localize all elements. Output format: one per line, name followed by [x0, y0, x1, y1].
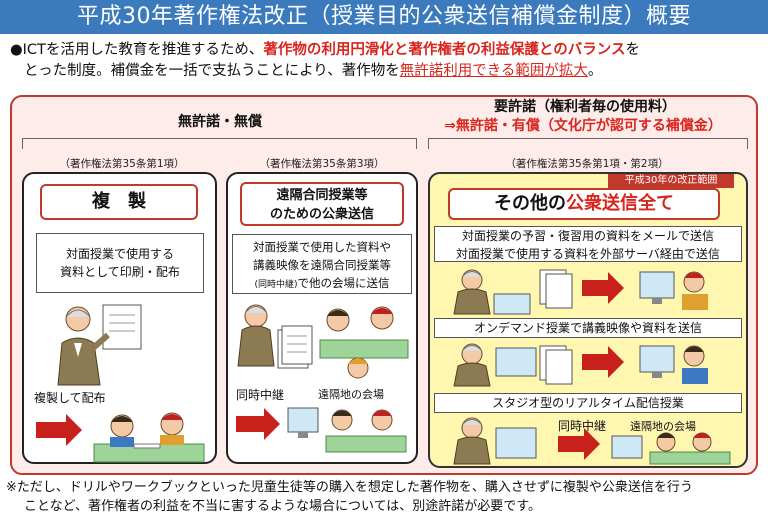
panel2-classroom-illustration — [237, 304, 409, 379]
panel2-remote-illustration — [236, 407, 407, 453]
intro-emphasis: 著作物の利用円滑化と著作権者の利益保護とのバランス — [263, 42, 626, 58]
footer-line2: ことなど、著作権者の利益を不当に害するような場合については、別途許諾が必要です。 — [24, 499, 542, 514]
intro-line2-pre: とった制度。補償金を一括で支払うことにより、著作物を — [24, 63, 400, 79]
revision-scope-tag: 平成30年の改正範囲 — [608, 174, 734, 188]
left-group-header: 無許諾・無償 — [178, 114, 262, 130]
panel3-desc1: 対面授業の予習・復習用の資料をメールで送信 対面授業で使用する資料を外部サーバ経… — [434, 226, 742, 262]
arrow-icon — [582, 346, 624, 378]
panel3-desc1-line2: 対面授業で使用する資料を外部サーバ経由で送信 — [456, 247, 720, 261]
page-title: 平成30年著作権法改正（授業目的公衆送信補償金制度）概要 — [0, 0, 768, 34]
footer-note: ※ただし、ドリルやワークブックといった児童生徒等の購入を想定した著作物を、購入さ… — [6, 478, 764, 516]
intro-part2: を — [625, 42, 641, 58]
panel1-clause: （著作権法第35条第1項） — [59, 158, 185, 170]
left-brace — [22, 138, 417, 149]
panel1-desc-line1: 対面授業で使用する — [65, 247, 174, 261]
panel3-title-red: 公衆送信全て — [566, 193, 674, 214]
panel1-desc-line2: 資料として印刷・配布 — [60, 265, 180, 279]
panel2-desc-line2: 講義映像を遠隔合同授業等 — [253, 258, 391, 272]
intro-line2-red: 無許諾利用できる範囲が拡大 — [399, 63, 588, 79]
panel2-desc-line3-text: で他の会場に送信 — [297, 276, 390, 290]
panel1-students-illustration — [36, 412, 205, 463]
intro-text: ●ICTを活用した教育を推進するため、著作物の利用円滑化と著作権者の利益保護との… — [10, 40, 762, 82]
panel2-title-line2: のための公衆送信 — [269, 207, 374, 222]
panel3-ondemand-illustration — [453, 343, 708, 387]
panel3-studio-illustration — [453, 417, 731, 465]
panel1-title: 複 製 — [40, 184, 198, 220]
panel3-label-live: 同時中継 — [558, 419, 607, 433]
teacher-illustration — [57, 304, 142, 386]
panel1-label: 複製して配布 — [34, 391, 106, 405]
panel2-desc-line1: 対面授業で使用した資料や — [253, 240, 391, 254]
arrow-icon — [582, 272, 624, 304]
panel3-label-remote: 遠隔地の会場 — [630, 420, 696, 433]
bullet: ● — [10, 42, 23, 58]
panel3-email-illustration — [453, 269, 708, 315]
panel2-desc-line3: (同時中継)で他の会場に送信 — [233, 274, 411, 294]
panel3-desc1-line1: 対面授業の予習・復習用の資料をメールで送信 — [461, 229, 714, 243]
panel3-clause: （著作権法第35条第1項・第2項） — [505, 158, 669, 170]
panel3-title-pre: その他の — [494, 193, 566, 214]
panel2-label-remote: 遠隔地の会場 — [318, 388, 384, 401]
intro-line2-post: 。 — [587, 63, 603, 79]
right-brace — [428, 138, 748, 149]
footer-line1: ※ただし、ドリルやワークブックといった児童生徒等の購入を想定した著作物を、購入さ… — [6, 480, 693, 495]
panel2-clause: （著作権法第35条第3項） — [259, 158, 385, 170]
panel2-title: 遠隔合同授業等 のための公衆送信 — [240, 182, 404, 226]
arrow-icon — [558, 428, 600, 460]
arrow-icon — [36, 414, 82, 446]
panel3-title: その他の公衆送信全て — [448, 188, 720, 220]
panel1-desc: 対面授業で使用する 資料として印刷・配布 — [36, 233, 204, 293]
right-group-subheader: ⇒無許諾・有償（文化庁が認可する補償金） — [444, 118, 722, 134]
panel3-desc3: スタジオ型のリアルタイム配信授業 — [434, 393, 742, 413]
arrow-icon — [236, 408, 280, 440]
panel2-desc-small: (同時中継) — [254, 280, 298, 290]
panel2-label-live: 同時中継 — [236, 388, 285, 402]
panel2-title-line1: 遠隔合同授業等 — [276, 188, 368, 203]
panel3-desc2: オンデマンド授業で講義映像や資料を送信 — [434, 318, 742, 338]
intro-part1: ICTを活用した教育を推進するため、 — [22, 42, 264, 58]
right-group-header: 要許諾（権利者毎の使用料） — [494, 99, 676, 115]
panel2-desc: 対面授業で使用した資料や 講義映像を遠隔合同授業等 (同時中継)で他の会場に送信 — [232, 234, 412, 294]
